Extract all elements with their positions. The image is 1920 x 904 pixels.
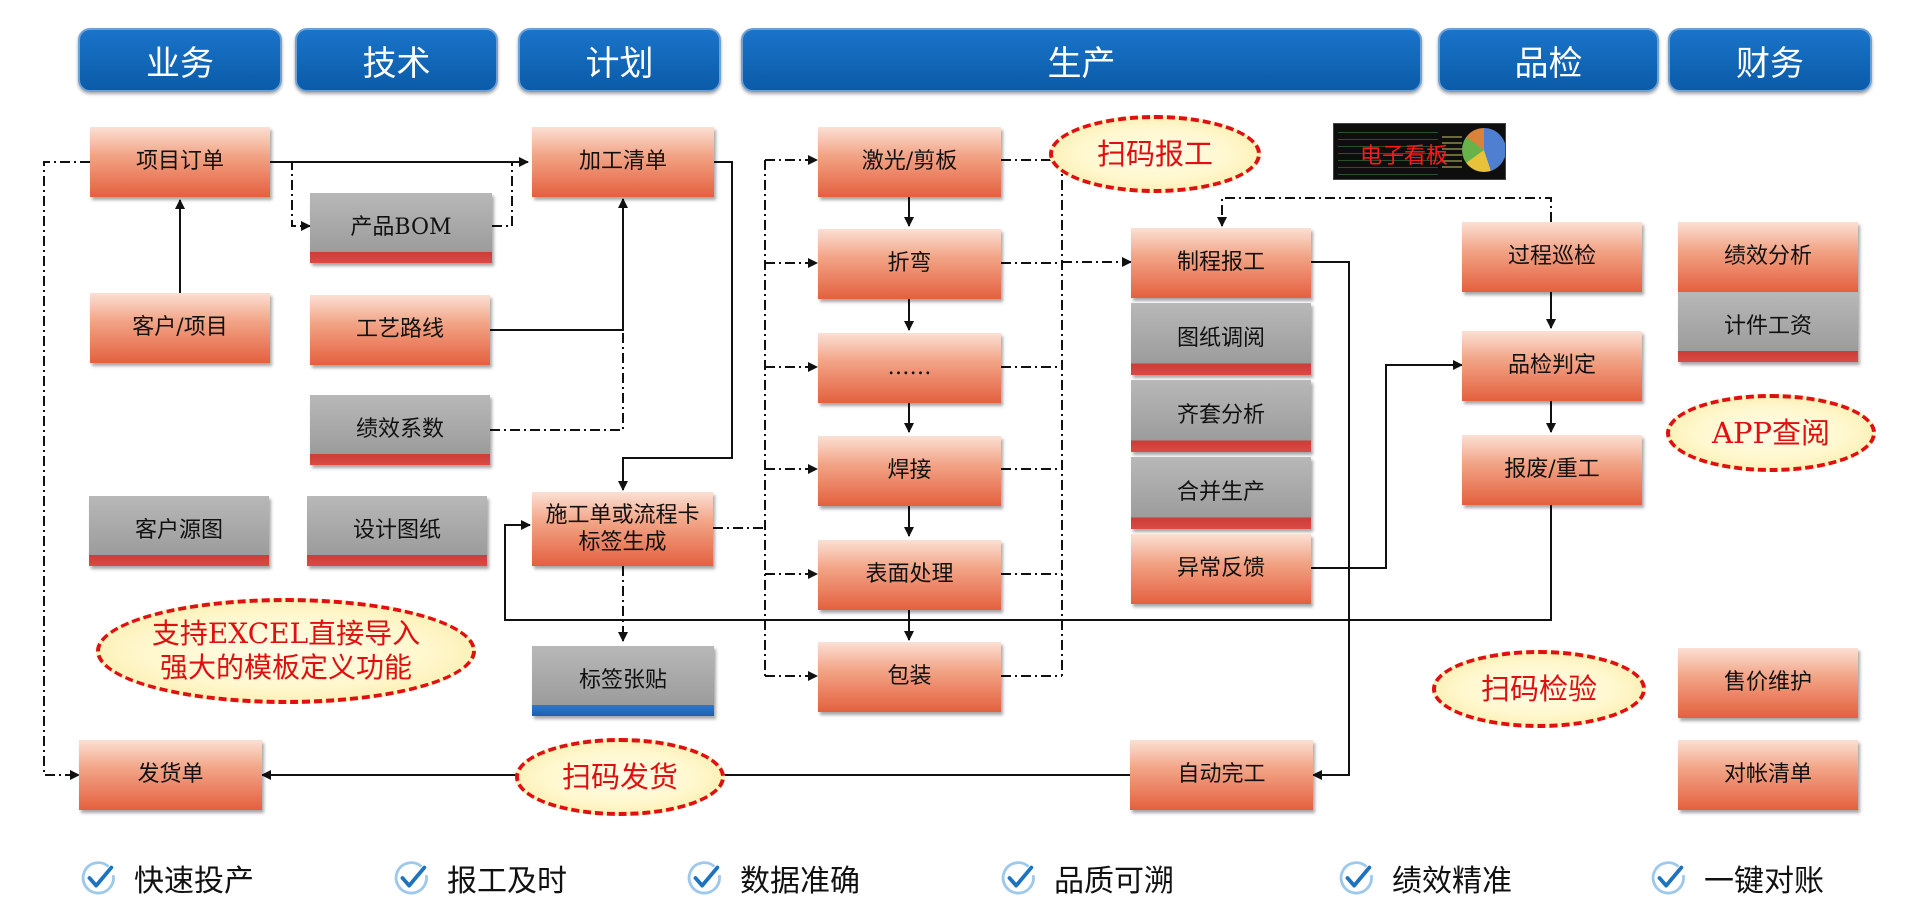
box-surface-treatment: 表面处理 xyxy=(818,540,1001,610)
box-project-order: 项目订单 xyxy=(90,127,270,197)
feature-item: 绩效精准 xyxy=(1338,852,1512,904)
feature-item: 报工及时 xyxy=(393,852,567,904)
box-merge-production: 合并生产 xyxy=(1131,457,1311,529)
feature-item: 数据准确 xyxy=(686,852,860,904)
box-label-paste: 标签张贴 xyxy=(532,646,714,716)
box-drawing-review: 图纸调阅 xyxy=(1131,303,1311,375)
feature-item: 品质可溯 xyxy=(1000,852,1174,904)
callout-scan-report: 扫码报工 xyxy=(1049,115,1261,193)
arrow-processing-to-workorder xyxy=(618,161,733,491)
dashboard-thumbnail: 电子看板 xyxy=(1333,123,1506,180)
box-welding: 焊接 xyxy=(818,436,1001,506)
dashboard-label: 电子看板 xyxy=(1360,144,1449,169)
check-icon xyxy=(1651,861,1685,895)
box-perf-coefficient: 绩效系数 xyxy=(310,395,490,465)
arrow-perf-to-processing xyxy=(490,330,624,431)
check-icon xyxy=(81,861,115,895)
check-icon xyxy=(394,861,428,895)
callout-scan-delivery: 扫码发货 xyxy=(515,738,725,816)
box-bending: 折弯 xyxy=(818,229,1001,299)
header-planning: 计划 xyxy=(518,28,721,92)
box-work-order: 施工单或流程卡 标签生成 xyxy=(532,492,713,566)
box-price-maintenance: 售价维护 xyxy=(1678,648,1858,718)
box-processing-list: 加工清单 xyxy=(532,127,714,197)
feature-label: 报工及时 xyxy=(447,864,567,899)
box-exception-feedback: 异常反馈 xyxy=(1131,534,1311,604)
box-delivery-note: 发货单 xyxy=(79,740,262,810)
box-customer-drawing: 客户源图 xyxy=(89,496,269,566)
box-process-route: 工艺路线 xyxy=(310,295,490,365)
arrow-order-to-bom xyxy=(270,161,311,231)
callout-app-view: APP查阅 xyxy=(1666,394,1876,472)
check-icon xyxy=(1001,861,1035,895)
dashboard-bars-graphic xyxy=(1442,132,1462,172)
arrow-order-to-delivery xyxy=(43,161,90,780)
arrow-report-to-complete xyxy=(1311,261,1350,780)
box-piece-wage: 计件工资 xyxy=(1678,292,1858,362)
box-quality-judgment: 品检判定 xyxy=(1462,331,1642,401)
feature-item: 快速投产 xyxy=(80,852,254,904)
feature-label: 品质可溯 xyxy=(1054,864,1174,899)
check-icon xyxy=(687,861,721,895)
arrow-exception-to-judgment xyxy=(1311,360,1463,569)
arrow-scrap-back-to-workorder xyxy=(504,505,1552,621)
feature-item: 一键对账 xyxy=(1650,852,1824,904)
header-finance: 财务 xyxy=(1668,28,1872,92)
box-design-drawing: 设计图纸 xyxy=(307,496,487,566)
check-icon xyxy=(1339,861,1373,895)
header-business: 业务 xyxy=(78,28,282,92)
header-technology: 技术 xyxy=(295,28,498,92)
dashboard-pie-graphic xyxy=(1462,128,1505,172)
header-production: 生产 xyxy=(741,28,1422,92)
feature-label: 绩效精准 xyxy=(1392,864,1512,899)
box-product-bom: 产品BOM xyxy=(310,193,492,263)
arrow-bom-to-processing xyxy=(492,162,513,227)
arrow-route-to-processing xyxy=(490,198,628,331)
feature-label: 快速投产 xyxy=(134,864,254,899)
box-auto-complete: 自动完工 xyxy=(1130,740,1313,810)
header-quality: 品检 xyxy=(1438,28,1659,92)
dashboard-table-graphic xyxy=(1338,129,1438,175)
box-scrap-rework: 报废/重工 xyxy=(1462,435,1642,505)
callout-excel-import: 支持EXCEL直接导入 强大的模板定义功能 xyxy=(96,598,476,704)
box-customer-project: 客户/项目 xyxy=(90,293,270,363)
arrow-patrol-to-report xyxy=(1217,197,1552,227)
feature-label: 一键对账 xyxy=(1704,864,1824,899)
box-laser-shear: 激光/剪板 xyxy=(818,127,1001,197)
box-patrol-inspection: 过程巡检 xyxy=(1462,222,1642,292)
box-packaging: 包装 xyxy=(818,642,1001,712)
box-ellipsis: …… xyxy=(818,333,1001,403)
box-kit-analysis: 齐套分析 xyxy=(1131,380,1311,452)
callout-scan-inspect: 扫码检验 xyxy=(1432,650,1646,728)
box-perf-analysis: 绩效分析 xyxy=(1678,222,1858,292)
box-reconciliation: 对帐清单 xyxy=(1678,740,1858,810)
feature-label: 数据准确 xyxy=(740,864,860,899)
box-process-report: 制程报工 xyxy=(1131,228,1311,298)
